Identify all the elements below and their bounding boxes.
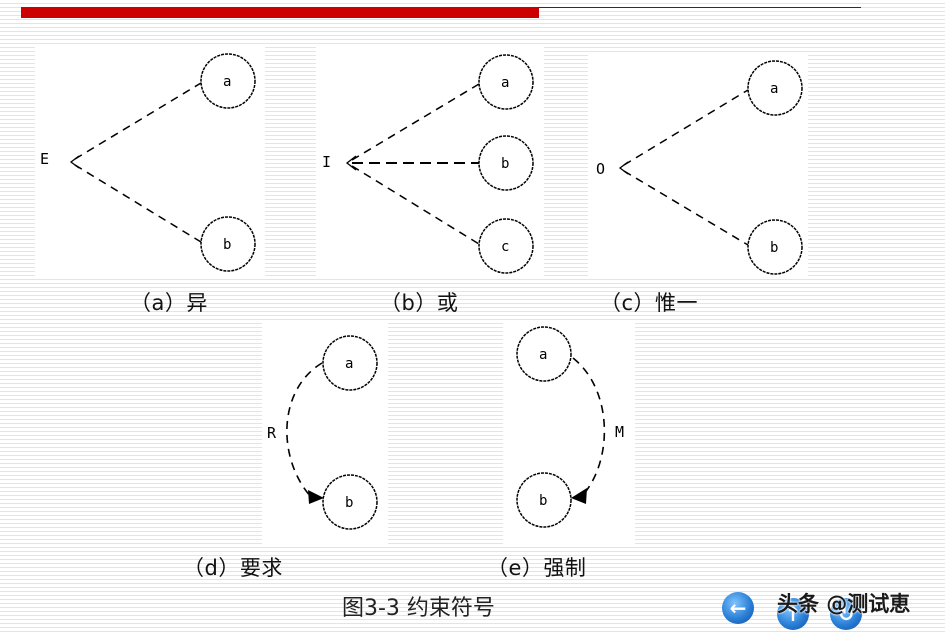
caption-exclusive: （a）异 xyxy=(130,291,208,315)
dashed-arc xyxy=(572,357,606,496)
symbol-label: I xyxy=(322,153,331,171)
node-label: b xyxy=(539,493,547,509)
dashed-link-a xyxy=(74,82,202,160)
node-circle-a xyxy=(322,335,378,391)
arrowhead-icon xyxy=(571,488,587,504)
refresh-icon[interactable]: ↻ xyxy=(830,598,862,630)
node-label: a xyxy=(223,74,231,90)
figure-title: 图3-3 约束符号 xyxy=(342,596,495,621)
node-circle-a xyxy=(516,326,572,382)
node-label: c xyxy=(501,239,509,255)
dashed-link-c xyxy=(351,165,480,245)
up-arrow-icon[interactable]: ↑ xyxy=(777,598,809,630)
node-circle-b xyxy=(747,219,803,275)
one-only-diagram: O a b xyxy=(596,60,803,275)
node-label: b xyxy=(345,495,353,511)
back-arrow-icon[interactable]: ← xyxy=(722,592,754,624)
dashed-arc xyxy=(286,362,323,499)
fork-vertex xyxy=(345,155,357,171)
node-circle-b xyxy=(322,474,378,530)
node-circle-c xyxy=(478,218,534,274)
node-circle-b xyxy=(478,135,534,191)
diagram-panel-inclusive: I a b c xyxy=(316,46,544,278)
diagram-panel-requires: R a b xyxy=(262,320,388,546)
arrowhead-icon xyxy=(308,490,324,504)
symbol-label: E xyxy=(40,150,49,168)
title-accent-line xyxy=(539,7,861,8)
diagram-panel-mandatory: a M b xyxy=(503,320,635,546)
caption-one-only: （c）惟一 xyxy=(600,291,699,315)
mandatory-diagram: a M b xyxy=(516,326,624,528)
caption-requires: （d）要求 xyxy=(183,556,283,580)
node-circle-b xyxy=(200,216,256,272)
node-circle-a xyxy=(747,60,803,116)
dashed-link-b xyxy=(623,170,749,246)
watermark-text: 头条 @测试恵 xyxy=(777,592,911,616)
dashed-link-a xyxy=(351,83,480,161)
diagram-panel-one-only: O a b xyxy=(588,55,808,278)
symbol-label: R xyxy=(267,424,277,442)
node-label: a xyxy=(770,81,778,97)
symbol-label: O xyxy=(596,160,605,178)
diagram-panel-exclusive: E a b xyxy=(35,46,265,278)
symbol-label: M xyxy=(615,423,624,441)
node-label: a xyxy=(539,347,547,363)
node-circle-a xyxy=(478,54,534,110)
caption-inclusive: （b）或 xyxy=(380,291,459,315)
exclusive-diagram: E a b xyxy=(40,53,256,272)
node-label: b xyxy=(223,237,231,253)
requires-diagram: R a b xyxy=(267,335,378,530)
node-label: a xyxy=(345,356,353,372)
title-accent-bar xyxy=(21,7,539,18)
dashed-link-b xyxy=(74,164,202,243)
node-circle-a xyxy=(200,53,256,109)
node-label: b xyxy=(501,156,509,172)
node-label: b xyxy=(770,240,778,256)
dashed-link-a xyxy=(623,89,749,166)
inclusive-diagram: I a b c xyxy=(322,54,534,274)
node-circle-b xyxy=(516,472,572,528)
caption-mandatory: （e）强制 xyxy=(487,556,587,580)
node-label: a xyxy=(501,75,509,91)
